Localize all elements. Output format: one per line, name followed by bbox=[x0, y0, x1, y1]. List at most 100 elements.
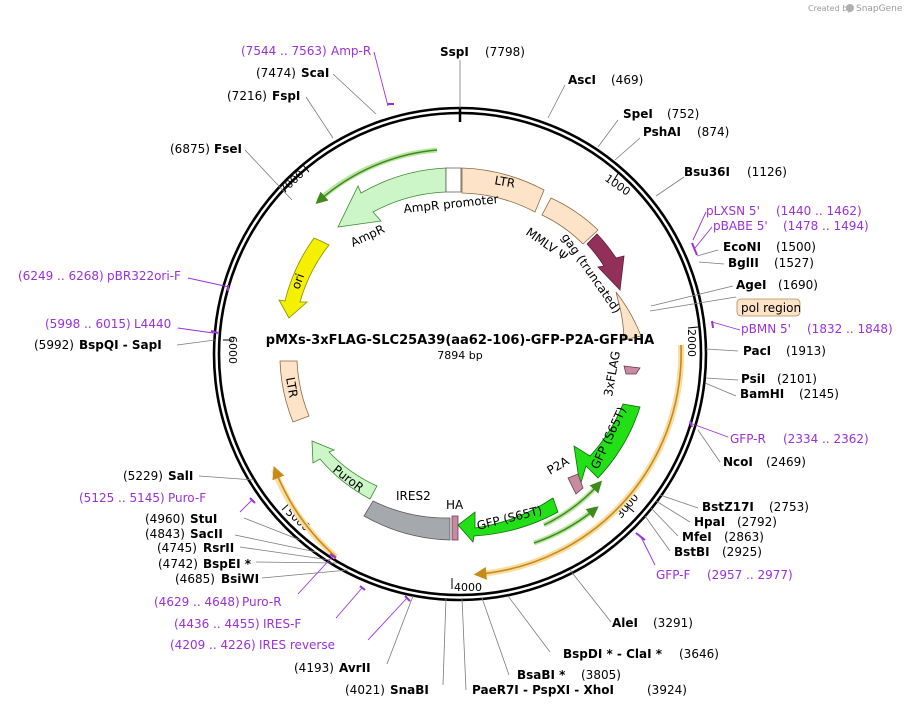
ires2-feature[interactable] bbox=[363, 500, 451, 541]
enzyme-sali-name[interactable]: SalI bbox=[168, 469, 193, 483]
ampr-feature[interactable] bbox=[337, 167, 447, 228]
ltr-left-label: LTR bbox=[283, 376, 300, 399]
enzyme-bspei-name[interactable]: BspEI * bbox=[203, 557, 252, 571]
snapgene-logo-icon bbox=[846, 4, 854, 12]
tick-2000: 2000 bbox=[685, 329, 698, 357]
pol-region-label: pol region bbox=[741, 301, 801, 315]
enzyme-bglii-pos: (1527) bbox=[774, 256, 814, 270]
enzyme-bamhi-name[interactable]: BamHI bbox=[740, 387, 784, 401]
enzyme-econi-name[interactable]: EcoNI bbox=[723, 240, 761, 254]
enzyme-bsabi-pos: (3805) bbox=[581, 668, 621, 682]
orf-arc-gfp1 bbox=[543, 480, 603, 526]
enzyme-agei-name[interactable]: AgeI bbox=[736, 278, 766, 292]
ires2-label: IRES2 bbox=[396, 489, 431, 503]
ha-feature[interactable] bbox=[451, 515, 459, 541]
enzyme-sacii-name[interactable]: SacII bbox=[190, 527, 223, 541]
enzyme-bamhi-pos: (2145) bbox=[799, 387, 839, 401]
enzyme-asci-name[interactable]: AscI bbox=[568, 73, 596, 87]
enzyme-stui-name[interactable]: StuI bbox=[190, 512, 217, 526]
enzyme-mfei-name[interactable]: MfeI bbox=[682, 530, 712, 544]
ori-label: ori bbox=[289, 272, 307, 291]
primer-puror-name[interactable]: Puro-R bbox=[242, 595, 282, 609]
ha-label: HA bbox=[446, 498, 464, 512]
ltr-right-feature[interactable] bbox=[461, 167, 545, 213]
enzyme-sspi-pos: (7798) bbox=[485, 45, 525, 59]
enzyme-alei-pos: (3291) bbox=[653, 616, 693, 630]
primer-pbabe-name[interactable]: pBABE 5' bbox=[713, 219, 768, 233]
enzyme-alei-name[interactable]: AleI bbox=[612, 616, 638, 630]
enzyme-bsu36i-name[interactable]: Bsu36I bbox=[684, 165, 730, 179]
enzyme-spei-pos: (752) bbox=[667, 107, 699, 121]
gfp2-feature[interactable] bbox=[457, 497, 559, 543]
primer-purof-range: (5125 .. 5145) bbox=[79, 491, 165, 505]
enzyme-paci-name[interactable]: PacI bbox=[743, 344, 771, 358]
enzyme-hpai-name[interactable]: HpaI bbox=[694, 515, 725, 529]
enzyme-paer7i-name[interactable]: PaeR7I - PspXI - XhoI bbox=[472, 683, 614, 697]
enzyme-bspqi-name[interactable]: BspQI - SapI bbox=[79, 338, 162, 352]
enzyme-bspdi-name[interactable]: BspDI * - ClaI * bbox=[563, 647, 663, 661]
enzyme-snabi-pos: (4021) bbox=[345, 683, 385, 697]
puror-feature[interactable] bbox=[311, 440, 378, 500]
plasmid-length: 7894 bp bbox=[437, 349, 482, 362]
primer-pbmn-range: (1832 .. 1848) bbox=[807, 322, 893, 336]
p2a-feature[interactable] bbox=[567, 473, 584, 495]
primer-pbr322-name[interactable]: pBR322ori-F bbox=[107, 269, 181, 283]
pol-region-line bbox=[649, 296, 737, 312]
enzyme-fspi-name[interactable]: FspI bbox=[272, 89, 300, 103]
tick-4000: 4000 bbox=[454, 581, 482, 594]
primer-iresf-name[interactable]: IRES-F bbox=[263, 617, 301, 631]
orf-arc-gfp2 bbox=[533, 506, 599, 544]
enzyme-rsrii-name[interactable]: RsrII bbox=[203, 541, 234, 555]
primer-iresrev-name[interactable]: IRES reverse bbox=[259, 638, 335, 652]
enzyme-fsei-pos: (6875) bbox=[170, 142, 210, 156]
primer-purof-name[interactable]: Puro-F bbox=[168, 491, 206, 505]
pol-region-box bbox=[736, 298, 801, 317]
primer-gfpf-name[interactable]: GFP-F bbox=[656, 568, 691, 582]
primer-ampr-name[interactable]: Amp-R bbox=[331, 44, 371, 58]
enzyme-ncoi-pos: (2469) bbox=[766, 455, 806, 469]
enzyme-bstbi-pos: (2925) bbox=[722, 545, 762, 559]
enzyme-paci-pos: (1913) bbox=[786, 344, 826, 358]
enzyme-econi-pos: (1500) bbox=[776, 240, 816, 254]
primer-gfpr-range: (2334 .. 2362) bbox=[783, 432, 869, 446]
primer-plxsn-name[interactable]: pLXSN 5' bbox=[706, 204, 760, 218]
puror-label: PuroR bbox=[330, 462, 366, 495]
enzyme-avrii-name[interactable]: AvrII bbox=[339, 661, 371, 675]
enzyme-asci-pos: (469) bbox=[611, 73, 643, 87]
gag-feature[interactable] bbox=[586, 233, 625, 291]
ltr-left-feature[interactable] bbox=[279, 360, 310, 423]
enzyme-bstbi-name[interactable]: BstBI bbox=[674, 545, 710, 559]
enzyme-scai-name[interactable]: ScaI bbox=[301, 66, 329, 80]
plasmid-name: pMXs-3xFLAG-SLC25A39(aa62-106)-GFP-P2A-G… bbox=[266, 333, 654, 348]
enzyme-bglii-name[interactable]: BglII bbox=[728, 256, 759, 270]
pol-region-feature[interactable] bbox=[615, 291, 642, 341]
enzyme-mfei-pos: (2863) bbox=[724, 530, 764, 544]
gfp1-feature[interactable] bbox=[573, 403, 641, 487]
enzyme-bsabi-name[interactable]: BsaBI * bbox=[517, 668, 566, 682]
enzyme-psii-name[interactable]: PsiI bbox=[741, 372, 765, 386]
enzyme-snabi-name[interactable]: SnaBI bbox=[390, 683, 429, 697]
mmlv-psi-feature[interactable] bbox=[541, 197, 599, 245]
enzyme-bstz17i-name[interactable]: BstZ17I bbox=[702, 500, 754, 514]
enzyme-ncoi-name[interactable]: NcoI bbox=[723, 455, 753, 469]
primer-pbmn-name[interactable]: pBMN 5' bbox=[741, 322, 791, 336]
enzyme-spei-name[interactable]: SpeI bbox=[623, 107, 653, 121]
flag-feature[interactable] bbox=[623, 365, 641, 375]
enzyme-hpai-pos: (2792) bbox=[737, 515, 777, 529]
enzyme-fsei-name[interactable]: FseI bbox=[214, 142, 242, 156]
primer-ampr-range: (7544 .. 7563) bbox=[241, 44, 327, 58]
enzyme-fspi-pos: (7216) bbox=[227, 89, 267, 103]
ori-feature[interactable] bbox=[278, 237, 330, 319]
enzyme-pshai-name[interactable]: PshAI bbox=[643, 125, 681, 139]
enzyme-avrii-pos: (4193) bbox=[294, 661, 334, 675]
enzyme-bsiwi-name[interactable]: BsiWI bbox=[221, 572, 259, 586]
ampr-promoter-feature[interactable] bbox=[445, 167, 462, 193]
primer-pbr322-range: (6249 .. 6268) bbox=[18, 269, 104, 283]
credit-prefix: Created by bbox=[808, 4, 852, 13]
primer-l4440-name[interactable]: L4440 bbox=[134, 317, 171, 331]
enzyme-sspi-name[interactable]: SspI bbox=[440, 45, 469, 59]
p2a-label: P2A bbox=[545, 454, 573, 478]
primer-gfpr-name[interactable]: GFP-R bbox=[730, 432, 766, 446]
